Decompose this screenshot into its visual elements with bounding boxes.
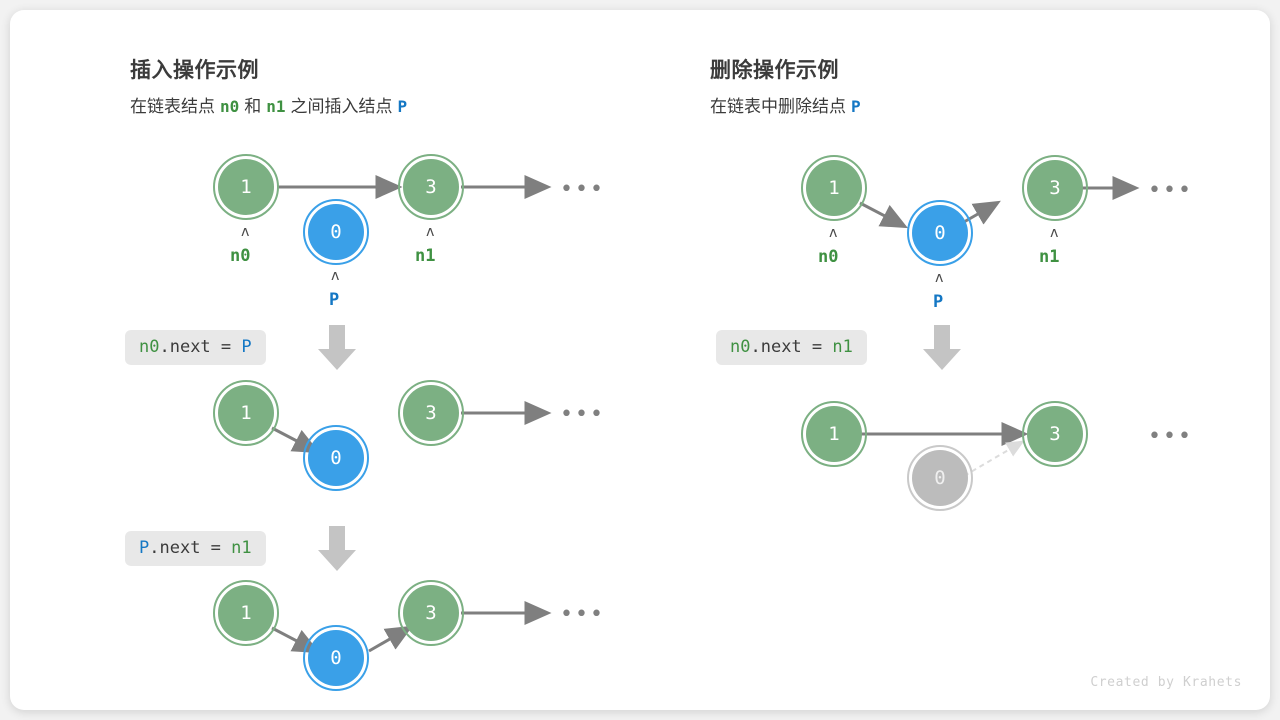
subtitle-text: 和 [244,97,262,116]
pointer-label-n1: n1 [415,246,436,266]
insert-panel-title: 插入操作示例 [130,59,259,82]
ellipsis-tail: ••• [560,177,605,202]
node-value: 1 [828,422,840,445]
node-value: 3 [1049,176,1061,199]
subtitle-token-n0: n0 [220,97,240,116]
node-ring [213,154,279,220]
pointer-label-p: P [933,292,944,312]
node-ring [1022,155,1088,221]
node-value: 0 [330,220,342,243]
node-value: 1 [240,401,252,424]
down-arrow-icon [318,526,356,571]
node-ring [801,155,867,221]
node-n0[interactable]: 1 [213,380,279,446]
node-ring [303,425,369,491]
subtitle-token-p: P [397,97,408,116]
node-value: 1 [828,176,840,199]
node-n1[interactable]: 3 [1022,401,1088,467]
node-value: 0 [330,646,342,669]
node-ring [398,580,464,646]
caret-icon: ʌ [935,270,944,286]
node-ring [213,580,279,646]
caret-icon: ʌ [1050,225,1059,241]
delete-panel-title: 删除操作示例 [710,59,839,82]
insert-step1-edges [277,175,552,199]
caret-icon: ʌ [331,268,340,284]
node-p[interactable]: 0 [907,200,973,266]
code-mid: .next = [750,337,833,357]
code-mid: .next = [159,337,242,357]
node-value: 3 [425,401,437,424]
pointer-label-n0: n0 [818,247,839,267]
code-lhs: P [139,538,150,558]
caret-icon: ʌ [829,225,838,241]
ellipsis-tail: ••• [1148,424,1193,449]
node-value: 3 [1049,422,1061,445]
code-rhs: n1 [231,538,252,558]
node-value: 0 [934,221,946,244]
code-mid: .next = [149,538,232,558]
ellipsis-tail: ••• [560,402,605,427]
code-chip-n0-next-n1: n0.next = n1 [716,330,867,366]
node-ring [907,445,973,511]
node-value: 0 [330,446,342,469]
node-value: 1 [240,175,252,198]
node-n0[interactable]: 1 [801,155,867,221]
pointer-label-p: P [329,290,340,310]
node-n0[interactable]: 1 [801,401,867,467]
node-n1[interactable]: 3 [398,154,464,220]
node-value: 3 [425,601,437,624]
ellipsis-tail: ••• [1148,178,1193,203]
down-arrow-icon [923,325,961,370]
node-ring [907,200,973,266]
node-ring [801,401,867,467]
ellipsis-tail: ••• [560,602,605,627]
node-ring [213,380,279,446]
node-p[interactable]: 0 [303,625,369,691]
subtitle-text: 在链表结点 [130,97,215,116]
subtitle-text: 在链表中删除结点 [710,97,846,116]
node-n0[interactable]: 1 [213,154,279,220]
caret-icon: ʌ [426,224,435,240]
code-rhs: P [241,337,252,357]
code-chip-p-next-n1: P.next = n1 [125,531,266,567]
node-value: 0 [934,466,946,489]
node-n1[interactable]: 3 [398,580,464,646]
node-p-deleted[interactable]: 0 [907,445,973,511]
pointer-label-n1: n1 [1039,247,1060,267]
node-ring [398,380,464,446]
code-lhs: n0 [139,337,160,357]
code-lhs: n0 [730,337,751,357]
subtitle-text: 之间插入结点 [290,97,393,116]
pointer-label-n0: n0 [230,246,251,266]
subtitle-token-p: P [851,97,861,116]
node-p[interactable]: 0 [303,199,369,265]
node-n0[interactable]: 1 [213,580,279,646]
subtitle-token-n1: n1 [266,97,286,116]
node-ring [303,625,369,691]
node-n1[interactable]: 3 [398,380,464,446]
code-rhs: n1 [832,337,853,357]
node-value: 1 [240,601,252,624]
panel-delete: 删除操作示例 在链表中删除结点 P 1 0 [590,10,1270,710]
node-p[interactable]: 0 [303,425,369,491]
node-value: 3 [425,175,437,198]
delete-panel-subtitle: 在链表中删除结点 P [710,92,866,117]
caret-icon: ʌ [241,224,250,240]
code-chip-n0-next-p: n0.next = P [125,330,266,366]
down-arrow-icon [318,325,356,370]
node-n1[interactable]: 3 [1022,155,1088,221]
delete-step2-edges [860,422,1029,477]
credit-text: Created by Krahets [1090,675,1242,690]
node-ring [303,199,369,265]
